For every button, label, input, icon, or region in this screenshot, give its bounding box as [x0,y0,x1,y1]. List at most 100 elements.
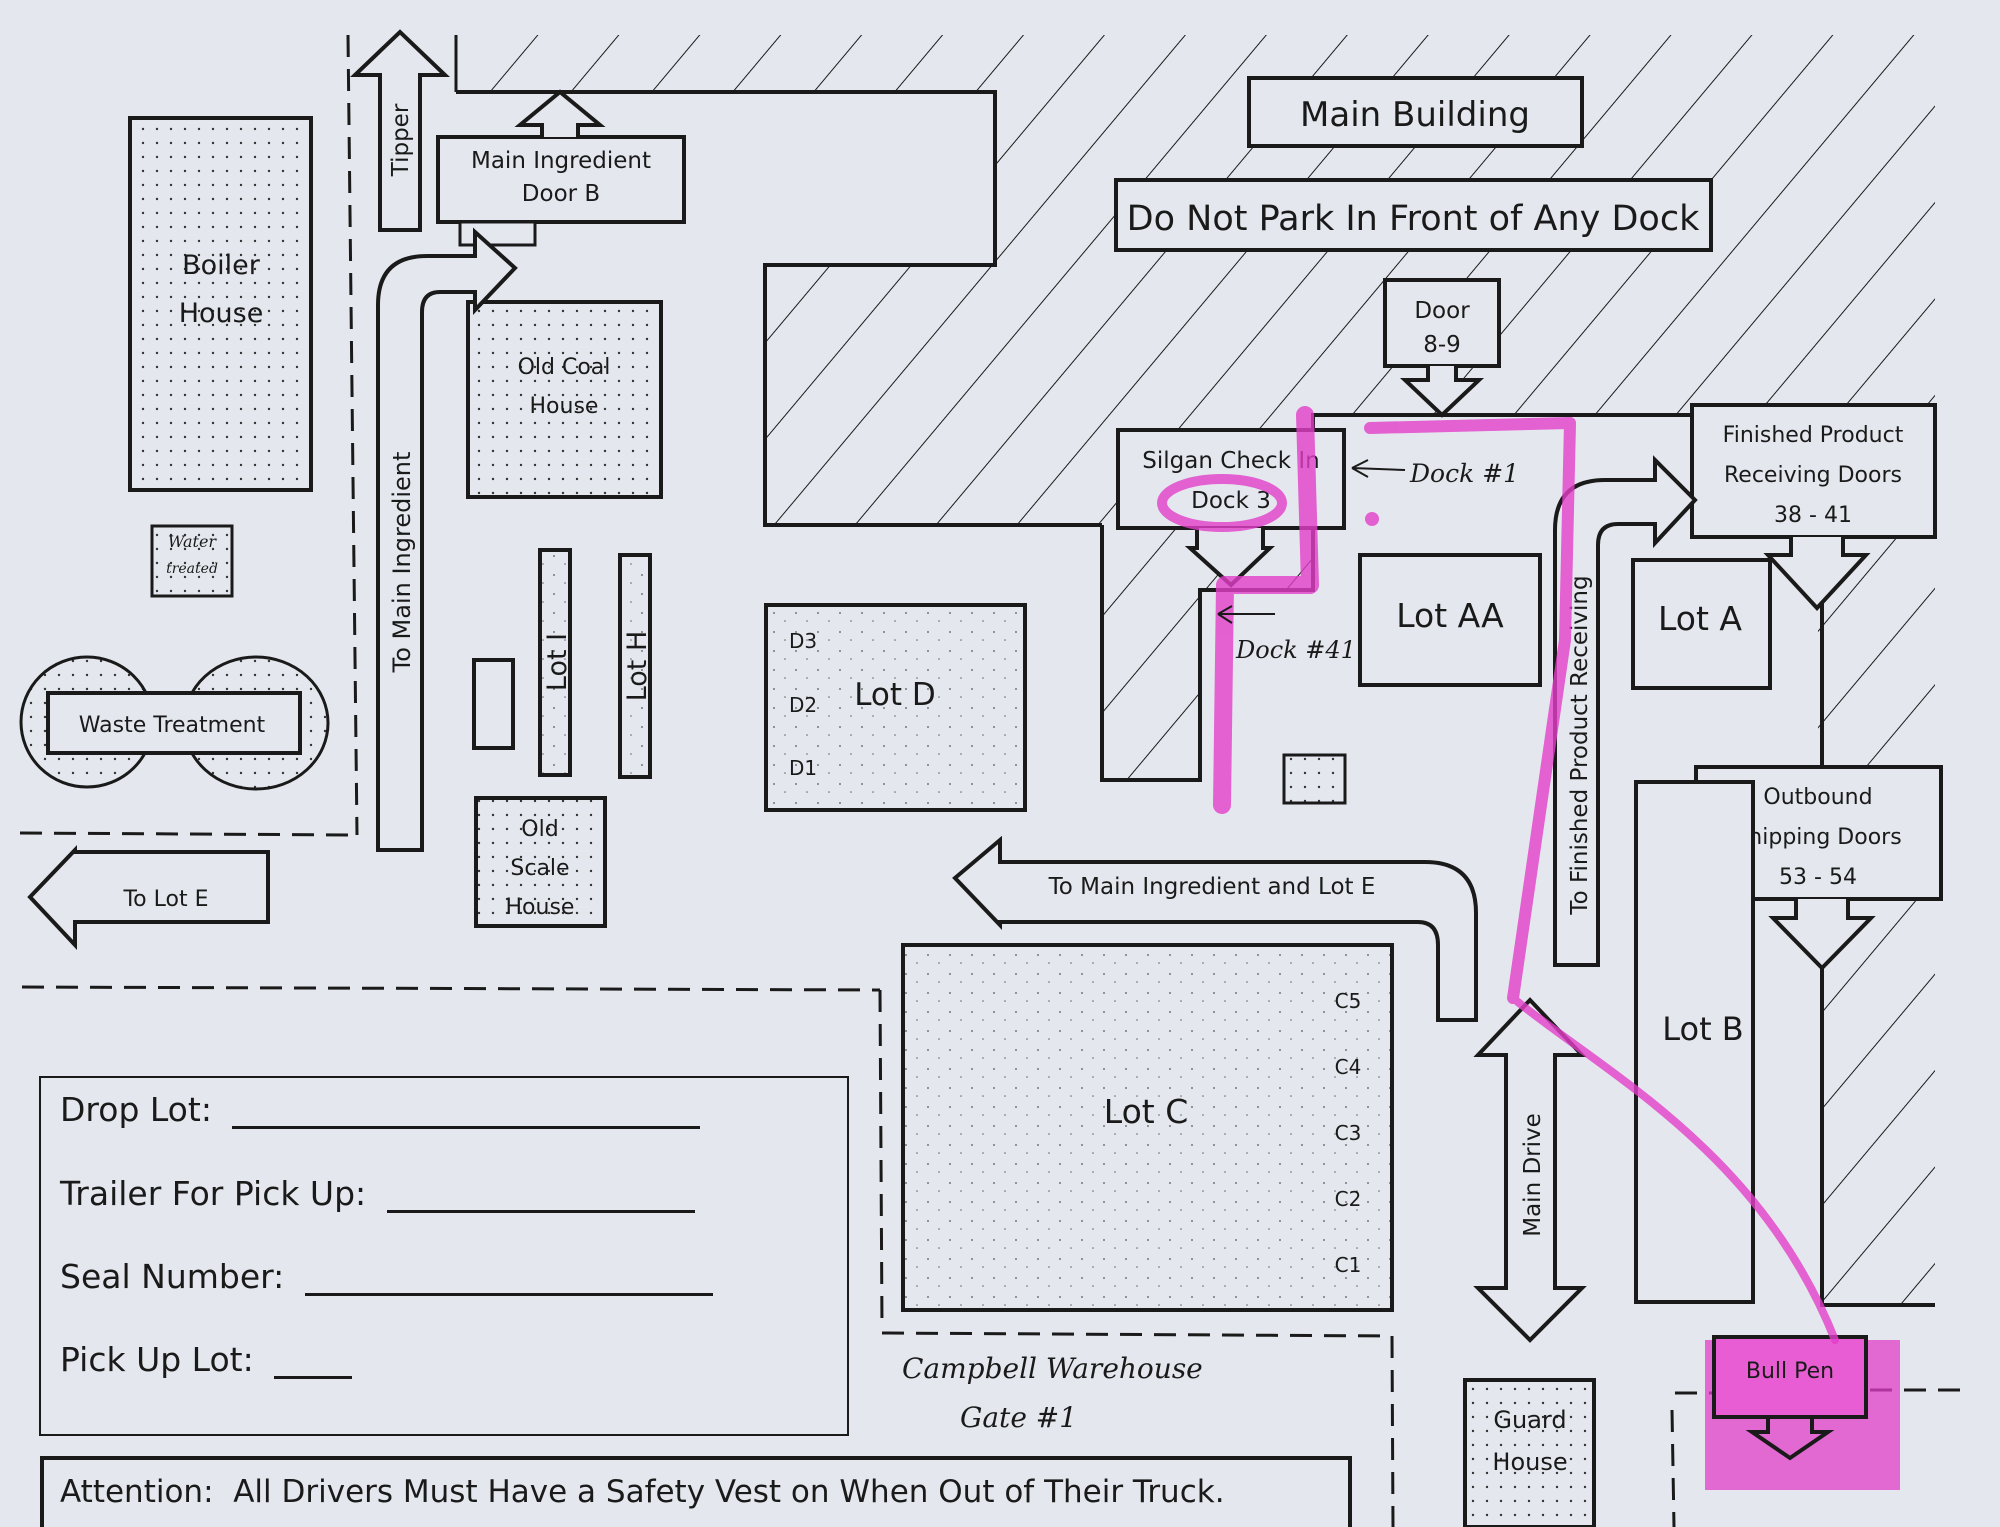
lot-a[interactable]: Lot A [1631,558,1772,690]
boiler-house: Boiler House [128,116,313,492]
dock-1-pointer-icon [1351,459,1406,478]
lot-c-spot: C4 [1335,1055,1362,1079]
svg-text:Lot AA: Lot AA [1396,596,1504,635]
waste-treatment: Waste Treatment [19,655,330,791]
svg-text:Campbell Warehouse: Campbell Warehouse [902,1352,1203,1385]
svg-text:Lot I: Lot I [542,633,573,691]
svg-text:To Finished Product Receiving: To Finished Product Receiving [1567,575,1593,915]
svg-text:Do Not Park In Front of Any Do: Do Not Park In Front of Any Dock [1127,199,1700,239]
lot-d[interactable]: Lot D D3 D2 D1 [764,603,1027,812]
no-park-notice: Do Not Park In Front of Any Dock [1114,178,1713,252]
finished-product-doors: Finished Product Receiving Doors 38 - 41 [1690,403,1937,611]
svg-text:Dock #1: Dock #1 [1409,459,1519,488]
svg-text:Water: Water [168,532,217,551]
svg-text:Gate #1: Gate #1 [960,1401,1077,1434]
to-main-ingredient-arrow: To Main Ingredient [376,227,518,852]
small-shed [472,658,515,750]
to-main-ingredient-and-lot-e-arrow: To Main Ingredient and Lot E [952,835,1478,1022]
lot-aa[interactable]: Lot AA [1358,553,1542,687]
lot-c-spot: C2 [1335,1187,1362,1211]
water-treatment: Water treated [150,524,234,598]
svg-text:Main Ingredient: Main Ingredient [471,148,651,174]
form-label: Pick Up Lot: [60,1340,254,1379]
attention-banner [40,1456,1352,1527]
svg-text:Receiving Doors: Receiving Doors [1724,463,1902,488]
svg-text:Door: Door [1414,298,1470,324]
lot-c[interactable]: Lot C C5 C4 C3 C2 C1 [901,943,1394,1312]
svg-text:Lot C: Lot C [1104,1092,1188,1131]
drop-lot-input[interactable] [232,1096,701,1129]
to-lot-e-arrow: To Lot E [27,845,270,951]
highlighted-route [1157,406,1839,1344]
svg-text:Outbound: Outbound [1763,785,1872,810]
svg-text:House: House [1492,1448,1567,1476]
svg-text:Dock 3: Dock 3 [1191,488,1271,514]
door-b-arrow-icon [514,89,606,137]
svg-text:Boiler: Boiler [182,250,261,281]
svg-text:House: House [530,394,599,419]
outbound-doors-arrow-icon [1768,899,1876,971]
svg-text:Silgan Check In: Silgan Check In [1142,448,1319,474]
main-building-label: Main Building [1247,76,1584,148]
form-field-seal-number[interactable]: Seal Number: [60,1257,713,1296]
door-8-9-arrow-icon [1399,366,1485,418]
svg-text:Old: Old [521,817,558,842]
svg-text:Scale: Scale [510,856,569,881]
svg-text:Door B: Door B [522,181,600,207]
svg-text:To Main Ingredient: To Main Ingredient [388,452,416,674]
tipper-arrow: Tipper [350,29,450,232]
svg-text:Bull Pen: Bull Pen [1746,1359,1834,1384]
form-label: Drop Lot: [60,1090,212,1129]
bull-pen[interactable]: Bull Pen [1705,1335,1900,1490]
svg-text:To Lot E: To Lot E [122,887,208,912]
form-field-pick-up-lot[interactable]: Pick Up Lot: [60,1340,353,1379]
svg-text:53 - 54: 53 - 54 [1779,865,1857,890]
svg-text:Lot D: Lot D [854,677,936,713]
dock-41-pointer-icon [1217,605,1275,624]
old-coal-house: Old Coal House [466,300,663,499]
handwritten-notes: Dock #1 Dock #41 Campbell Warehouse Gate… [902,459,1519,1434]
lot-c-spot: C1 [1335,1253,1362,1277]
small-structure [1282,753,1347,805]
old-scale-house: Old Scale House [474,796,607,928]
svg-text:38 - 41: 38 - 41 [1774,503,1852,528]
seal-number-input[interactable] [304,1263,713,1296]
svg-text:Lot H: Lot H [622,631,653,702]
svg-text:Dock #41: Dock #41 [1235,636,1356,664]
svg-text:Lot B: Lot B [1662,1010,1744,1048]
door-8-9-label: Door 8-9 [1383,278,1501,418]
svg-text:Shipping Doors: Shipping Doors [1734,825,1901,850]
form-field-drop-lot[interactable]: Drop Lot: [60,1090,701,1129]
attention-text: Attention: All Drivers Must Have a Safet… [60,1474,1225,1510]
lot-i[interactable]: Lot I [538,548,573,777]
to-finished-product-receiving-arrow: To Finished Product Receiving [1553,455,1698,967]
svg-text:Waste Treatment: Waste Treatment [79,713,266,738]
driver-form [39,1076,849,1436]
lot-d-spot: D2 [789,693,817,717]
svg-text:Tipper: Tipper [388,103,414,177]
svg-text:Old Coal: Old Coal [518,355,611,380]
bull-pen-arrow-icon [1745,1417,1835,1461]
lot-d-spot: D1 [789,756,817,780]
pick-up-lot-input[interactable] [274,1346,353,1379]
main-drive-arrow: Main Drive [1473,997,1587,1343]
svg-text:House: House [179,298,264,329]
guard-house: Guard House [1463,1378,1596,1527]
lot-b[interactable]: Lot B [1634,780,1755,1304]
form-label: Trailer For Pick Up: [60,1174,367,1213]
svg-text:Main Drive: Main Drive [1520,1113,1546,1237]
svg-text:8-9: 8-9 [1423,332,1461,358]
svg-text:Finished Product: Finished Product [1723,423,1904,448]
svg-text:To Main Ingredient and Lot E: To Main Ingredient and Lot E [1048,874,1376,900]
lot-h[interactable]: Lot H [618,553,653,779]
lot-c-spot: C3 [1335,1121,1362,1145]
form-field-trailer-pick-up[interactable]: Trailer For Pick Up: [60,1174,695,1213]
finished-doors-arrow-icon [1763,537,1871,611]
trailer-input[interactable] [386,1180,695,1213]
svg-text:House: House [506,895,575,920]
svg-text:Main Building: Main Building [1300,95,1530,135]
svg-text:Lot A: Lot A [1658,599,1742,638]
form-label: Seal Number: [60,1257,285,1296]
svg-text:treated: treated [166,561,218,577]
